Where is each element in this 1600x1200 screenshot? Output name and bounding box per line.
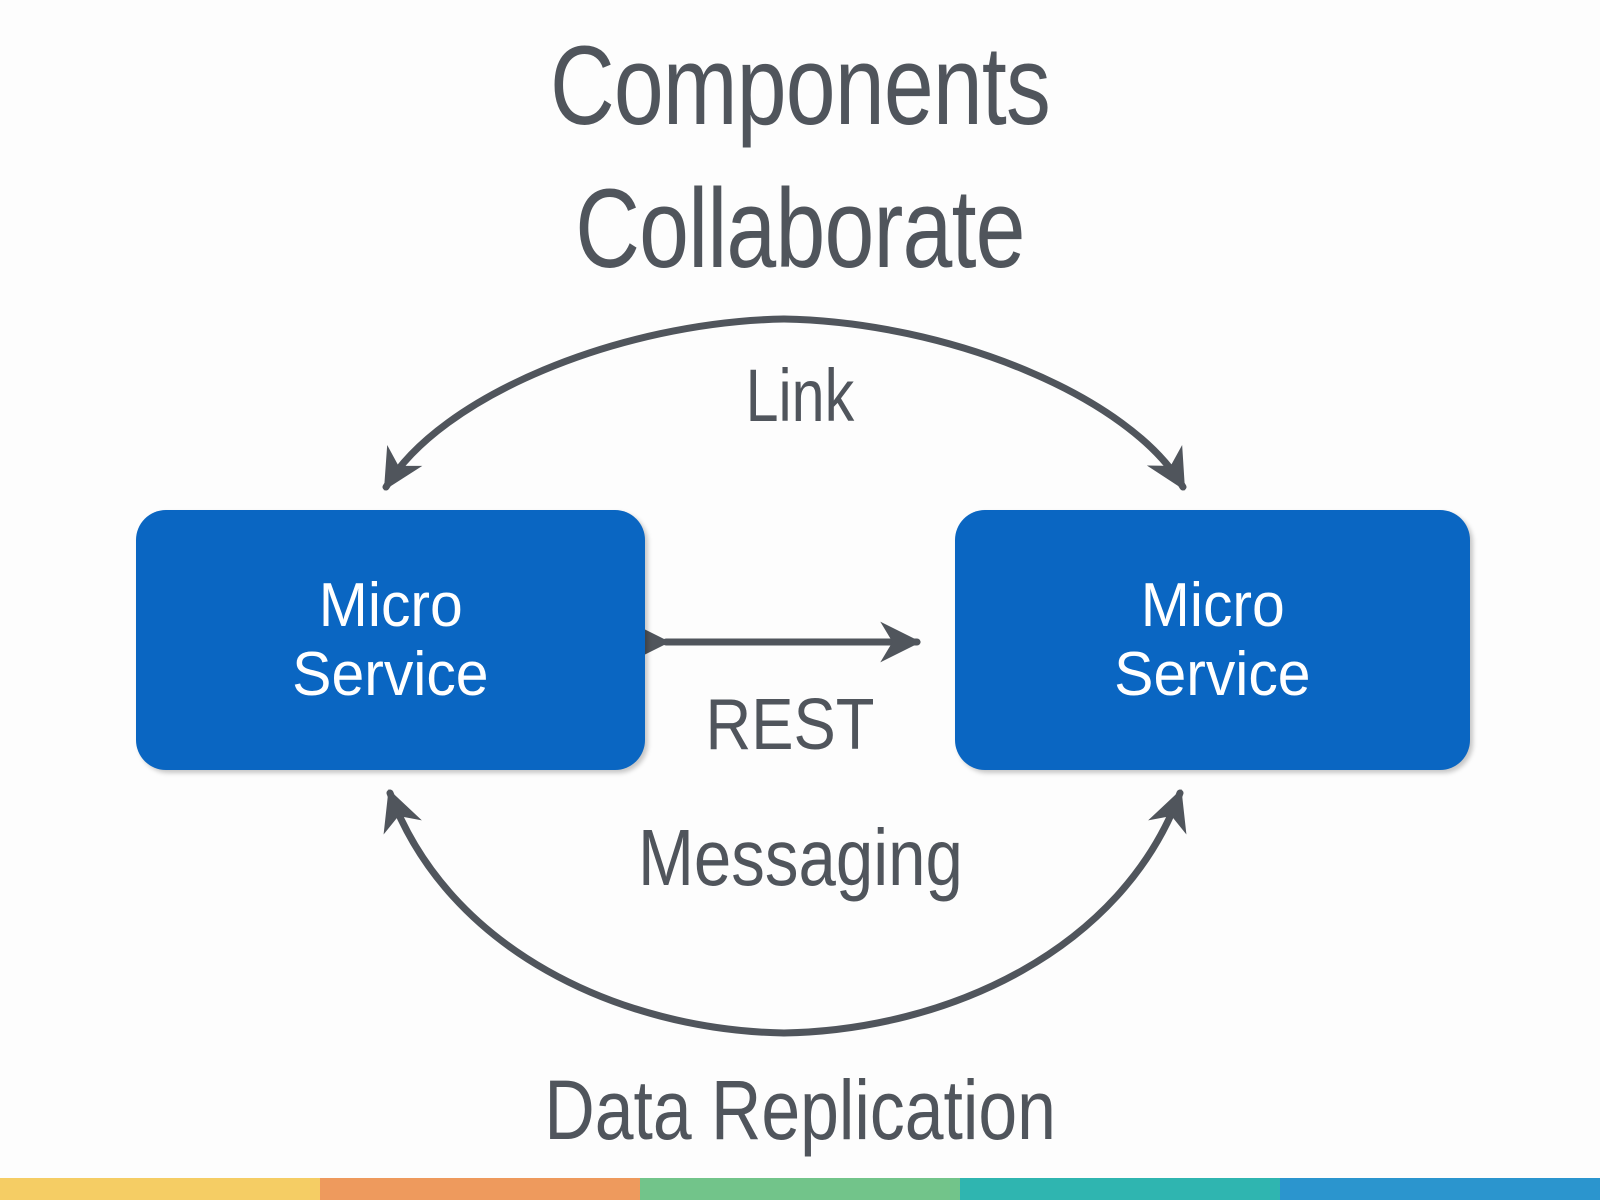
edge-label-rest: REST (545, 684, 1035, 766)
color-bar-segment-yellow (0, 1178, 320, 1200)
color-bar-segment-orange (320, 1178, 640, 1200)
edge-label-rest-text: REST (705, 685, 875, 765)
edge-label-messaging: Messaging (430, 812, 1170, 904)
color-bar-segment-teal (960, 1178, 1280, 1200)
micro-service-right-line1: Micro (1140, 570, 1285, 640)
messaging-arc (383, 789, 1187, 1037)
micro-service-box-left[interactable]: Micro Service (136, 510, 645, 770)
micro-service-right-line2: Service (1114, 640, 1311, 709)
color-bar-segment-green (640, 1178, 960, 1200)
edge-label-link: Link (0, 353, 1600, 438)
bottom-color-bar (0, 1178, 1600, 1200)
footer-caption-text: Data Replication (544, 1063, 1056, 1157)
edge-label-link-text: Link (745, 354, 855, 437)
micro-service-left-line1: Micro (318, 570, 463, 640)
link-arc (382, 315, 1187, 491)
color-bar-segment-blue (1280, 1178, 1600, 1200)
micro-service-left-line2: Service (292, 640, 489, 709)
page-title: Components Collaborate (549, 23, 1051, 292)
micro-service-box-right[interactable]: Micro Service (955, 510, 1470, 770)
edge-label-messaging-text: Messaging (637, 813, 963, 902)
footer-caption-data-replication: Data Replication (0, 1062, 1600, 1159)
